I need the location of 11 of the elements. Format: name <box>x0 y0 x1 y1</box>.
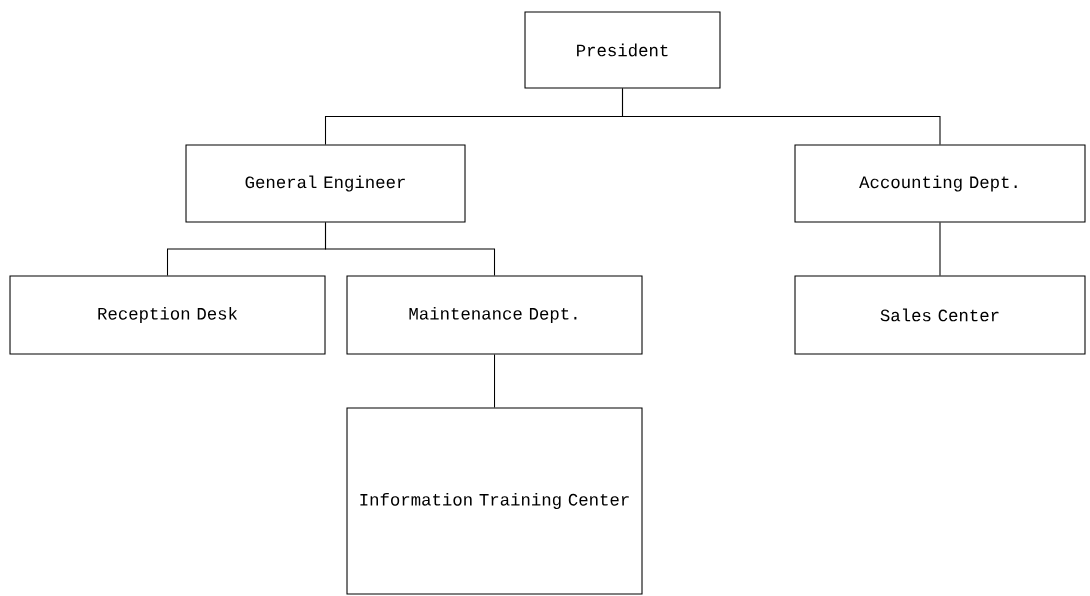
org-box: Accounting Dept. <box>794 144 1086 223</box>
org-box: Sales Center <box>794 275 1086 355</box>
connector <box>493 354 496 408</box>
connector <box>939 222 941 276</box>
org-box: General Engineer <box>185 144 466 223</box>
connector <box>324 222 496 276</box>
org-box: Reception Desk <box>9 275 326 355</box>
org-box: President <box>524 11 721 89</box>
connector <box>621 88 941 145</box>
org-box: Maintenance Dept. <box>346 275 643 355</box>
org-box: Information Training Center <box>346 407 643 595</box>
